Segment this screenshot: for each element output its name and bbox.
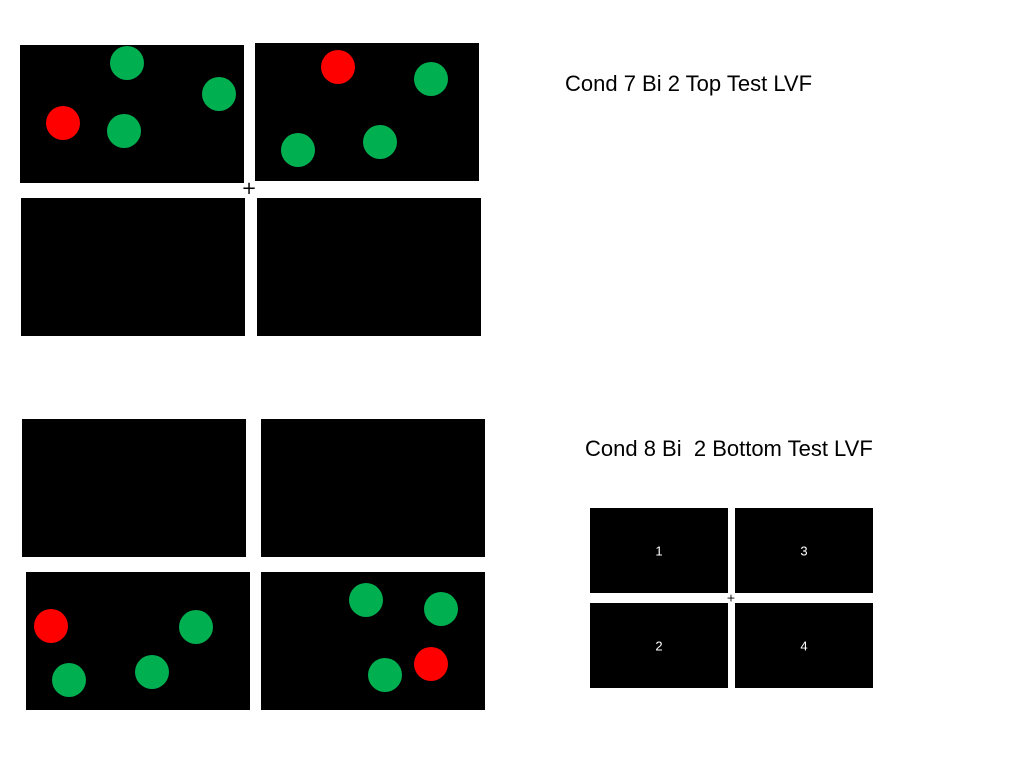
cond7-top-left-dot-3	[46, 106, 80, 140]
cond7-panel-top-right	[255, 43, 479, 181]
cond8-bottom-right-dot-1	[349, 583, 383, 617]
cond8-bottom-left-dot-2	[179, 610, 213, 644]
cond8-bottom-right-dot-3	[414, 647, 448, 681]
cond7-top-right-dot-1	[321, 50, 355, 84]
cond7-top-right-dot-4	[363, 125, 397, 159]
cond7-top-left-dot-1	[110, 46, 144, 80]
legend-quadrant-4-label: 4	[800, 638, 808, 654]
legend-quadrant-2-label: 2	[655, 638, 663, 654]
cond7-top-left-dot-2	[202, 77, 236, 111]
legend-quadrant-2: 2	[590, 603, 728, 688]
cond8-bottom-right-dot-4	[368, 658, 402, 692]
cond8-bottom-right-dot-2	[424, 592, 458, 626]
cond7-panel-bottom-left	[21, 198, 245, 336]
legend-quadrant-3-label: 3	[800, 543, 808, 559]
cond7-top-left-dot-4	[107, 114, 141, 148]
legend-quadrant-1: 1	[590, 508, 728, 593]
cond7-top-right-dot-2	[414, 62, 448, 96]
cond7-title: Cond 7 Bi 2 Top Test LVF	[565, 71, 813, 96]
cond7-fixation-cross: +	[241, 178, 257, 199]
cond8-title: Cond 8 Bi 2 Bottom Test LVF	[585, 436, 873, 461]
cond8-panel-bottom-right	[261, 572, 485, 710]
cond8-panel-top-right	[261, 419, 485, 557]
legend-fixation-cross: +	[726, 591, 736, 605]
cond7-panel-bottom-right	[257, 198, 481, 336]
legend-quadrant-3: 3	[735, 508, 873, 593]
cond8-bottom-left-dot-3	[52, 663, 86, 697]
cond8-bottom-left-dot-1	[34, 609, 68, 643]
legend-quadrant-4: 4	[735, 603, 873, 688]
cond8-bottom-left-dot-4	[135, 655, 169, 689]
cond7-panel-top-left	[20, 45, 244, 183]
legend-quadrant-1-label: 1	[655, 543, 663, 559]
cond8-panel-top-left	[22, 419, 246, 557]
cond8-panel-bottom-left	[26, 572, 250, 710]
cond7-top-right-dot-3	[281, 133, 315, 167]
